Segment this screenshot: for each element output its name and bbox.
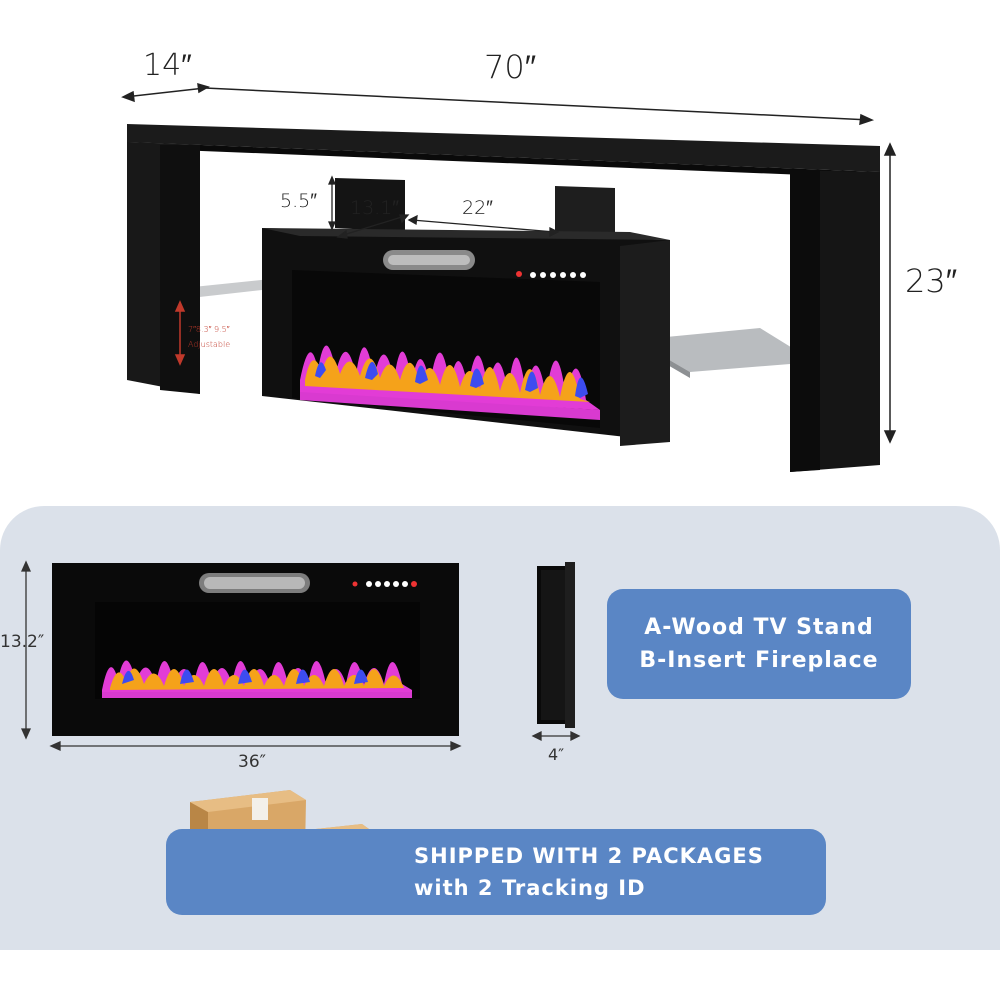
shipping-line-packages: SHIPPED WITH 2 PACKAGES xyxy=(414,844,764,868)
shelf-depth-dimension-label: 13.1″ xyxy=(350,197,400,219)
adjustable-label: Adjustable xyxy=(188,340,231,350)
shipping-badge: SHIPPED WITH 2 PACKAGES with 2 Tracking … xyxy=(166,829,826,915)
adjustable-shelf-note: 7″8.3″ 9.5″ Adjustable xyxy=(188,322,230,352)
parts-line-stand: A-Wood TV Stand xyxy=(644,615,874,640)
depth-dimension-label: 14″ xyxy=(143,48,192,83)
insert-height-dimension-label: 13.2″ xyxy=(0,632,45,652)
parts-badge: A-Wood TV Stand B-Insert Fireplace xyxy=(607,589,911,699)
height-dimension-label: 23″ xyxy=(905,262,958,300)
insert-width-dimension-label: 36″ xyxy=(238,752,266,772)
tv-stand-illustration: 14″ 70″ 23″ 5.5″ 13.1″ 22″ 7″8.3″ 9.5″ A… xyxy=(121,48,958,472)
tv-stand-drawing xyxy=(121,82,897,472)
shelf-width-dimension-label: 22″ xyxy=(462,197,493,219)
shelf-height-dimension-label: 5.5″ xyxy=(280,190,317,212)
parts-line-fireplace: B-Insert Fireplace xyxy=(639,648,879,673)
adjustable-heights-label: 7″8.3″ 9.5″ xyxy=(188,325,230,334)
shipping-line-tracking: with 2 Tracking ID xyxy=(414,876,646,900)
width-dimension-label: 70″ xyxy=(484,48,537,86)
insert-depth-dimension-label: 4″ xyxy=(548,745,565,764)
